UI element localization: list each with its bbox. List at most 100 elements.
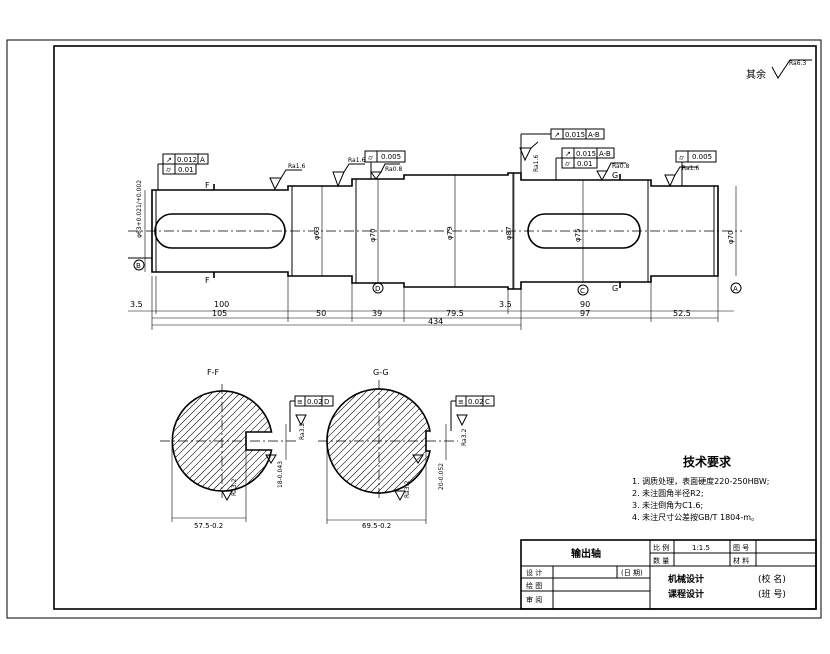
datum-b: B (136, 262, 141, 270)
tb-material-label: 材 料 (733, 556, 749, 565)
datum-a: A (733, 285, 738, 293)
len-52.5: 52.5 (673, 309, 691, 318)
hatch-line (348, 389, 431, 493)
datum-c: C (580, 287, 585, 295)
section-mark-f-top: F (205, 181, 210, 190)
tb-review-label: 审 阅 (526, 595, 542, 604)
hatch-line (225, 391, 272, 491)
svg-text:↗: ↗ (565, 150, 571, 158)
fcf-right: ↗ 0.015 A-B ↗ ⌭ 0.015 A-B 0.01 (520, 128, 615, 180)
hatch-line (383, 389, 431, 493)
dia-79: φ79 (446, 226, 454, 240)
fcf-keyway-f: 0.02 (307, 398, 323, 406)
tech-req-item-1: 1. 调质处理，表面硬度220-250HBW; (632, 476, 769, 486)
tech-requirements: 技术要求 1. 调质处理，表面硬度220-250HBW; 2. 未注圆角半径R2… (632, 454, 769, 522)
svg-text:⌭: ⌭ (368, 154, 373, 162)
tech-req-item-3: 3. 未注倒角为C1.6; (632, 500, 703, 510)
surface-note-label: 其余 (746, 68, 766, 81)
section-f-depth: 57.5-0.2 (194, 522, 223, 530)
section-mark-f-bottom: F (205, 276, 210, 285)
fcf-right-runout2-ref: A-B (599, 150, 611, 158)
section-f-view: F-F 18-0.043 ≡ 0.02 D Ra3.2 Ra3.2 57.5-0… (160, 368, 334, 530)
surface-note-roughness: Ra6.3 (789, 60, 806, 67)
hatch-line (327, 389, 363, 493)
title-block: 输出轴 比 例 1:1.5 图 号 数 量 材 料 设 计 (日 期) 绘 图 … (520, 539, 817, 610)
fcf-right-runout-top-ref: A-B (588, 131, 600, 139)
section-mark-g-top: G (612, 171, 618, 180)
hatch-line (390, 389, 431, 493)
rough-2: Ra1.6 (348, 157, 365, 164)
len-3.5-right: 3.5 (499, 300, 512, 309)
datum-d: D (375, 285, 380, 293)
rough-6: Ra1.6 (682, 165, 699, 172)
svg-text:↗: ↗ (554, 131, 560, 139)
section-f-title: F-F (207, 368, 219, 377)
tech-req-item-4: 4. 未注尺寸公差按GB/T 1804-m。 (632, 512, 759, 522)
rough-g-1: Ra3.2 (461, 429, 468, 446)
hatch-line (327, 389, 370, 493)
section-mark-g-bottom: G (612, 284, 618, 293)
hatch-line (172, 391, 222, 491)
fcf-left-runout-ref: A (200, 156, 205, 164)
svg-text:⌭: ⌭ (166, 166, 171, 174)
tb-qty-label: 数 量 (653, 556, 669, 565)
svg-text:⌭: ⌭ (679, 154, 684, 162)
fcf-keyway-g-ref: C (485, 398, 490, 406)
rough-g-2: Ra3.2 (404, 481, 411, 498)
section-g-key: 20-0.052 (438, 463, 445, 490)
tb-course2: 课程设计 (668, 588, 704, 600)
dia-70-right: φ70 (727, 230, 735, 244)
tb-school: (校 名) (758, 573, 786, 585)
tb-scale-value: 1:1.5 (692, 544, 710, 552)
fcf-keyway-g: 0.02 (468, 398, 484, 406)
hatch-line (172, 391, 215, 491)
svg-text:↗: ↗ (166, 156, 172, 164)
dia-63: φ63 (313, 226, 321, 240)
hatch-line (327, 389, 405, 493)
len-50: 50 (316, 309, 326, 318)
rough-1: Ra1.6 (288, 163, 305, 170)
tb-class-no: (班 号) (758, 588, 786, 600)
fcf-mid: ⌭ 0.005 (364, 150, 406, 179)
diameter-dims: φ63+0.021/+0.002 φ63 φ70 φ79 φ87 φ75 φ70 (136, 173, 737, 289)
len-3.5-left: 3.5 (130, 300, 143, 309)
len-90: 90 (580, 300, 590, 309)
tb-course1: 机械设计 (668, 573, 704, 585)
hatch-line (397, 389, 431, 493)
tb-part-name: 输出轴 (571, 547, 601, 560)
tb-draw-label: 绘 图 (526, 581, 542, 590)
fcf-right-runout-top: 0.015 (565, 131, 585, 139)
fcf-left: 0.012 A 0.01 ↗ ⌭ (157, 153, 209, 190)
svg-text:≡: ≡ (458, 398, 464, 406)
len-434: 434 (428, 317, 443, 326)
fcf-left-cyl: 0.01 (178, 166, 194, 174)
hatch-line (232, 391, 272, 491)
svg-text:⌭: ⌭ (565, 160, 570, 168)
len-79.5: 79.5 (446, 309, 464, 318)
tb-date-label: (日 期) (621, 569, 643, 577)
fcf-far-right: ⌭ 0.005 (675, 150, 717, 186)
length-dims: 3.5 100 105 50 39 79.5 3.5 90 97 52.5 43… (128, 276, 734, 330)
tb-scale-label: 比 例 (653, 543, 669, 552)
hatch-line (172, 391, 187, 491)
section-cut-marks: F F G G (205, 171, 621, 293)
surface-note: 其余 Ra6.3 (746, 59, 812, 81)
datum-symbols: B D C A (128, 257, 742, 296)
len-39: 39 (372, 309, 382, 318)
hatch-line (172, 391, 173, 491)
dia-63-tol-left: φ63+0.021/+0.002 (136, 180, 143, 238)
tb-figno-label: 图 号 (733, 544, 749, 552)
section-f-key: 18-0.043 (277, 461, 284, 488)
inner-frame (53, 45, 817, 610)
hatch-line (327, 389, 419, 493)
len-97: 97 (580, 309, 590, 318)
roughness-marks: Ra1.6 Ra1.6 Ra0.8 Ra1.6 Ra0.8 Ra1.6 (269, 141, 699, 191)
dia-75: φ75 (574, 228, 582, 242)
section-g-title: G-G (373, 368, 389, 377)
svg-text:≡: ≡ (297, 398, 303, 406)
dia-87: φ87 (505, 226, 513, 240)
hatch-line (172, 391, 208, 491)
fcf-right-runout2: 0.015 (576, 150, 596, 158)
section-g-view: G-G 20-0.052 ≡ 0.02 C Ra3.2 Ra3.2 69.5-0… (318, 368, 495, 530)
